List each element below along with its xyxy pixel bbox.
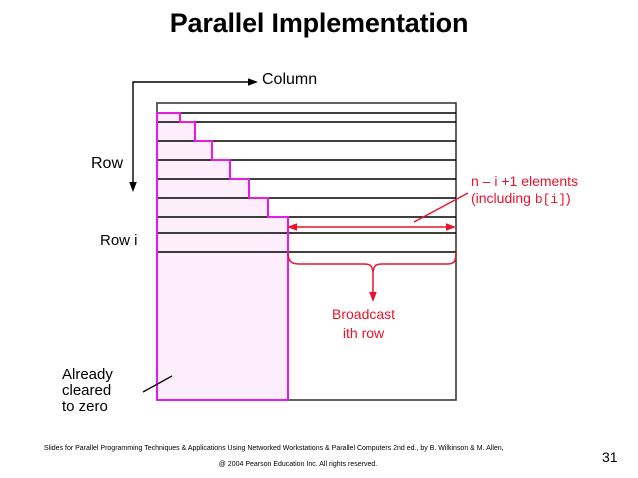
column-axis-arrow: [129, 78, 258, 192]
broadcast-brace: [287, 251, 457, 296]
cleared-leader-line: [142, 375, 173, 393]
broadcast-annotation: Broadcast ith row: [332, 305, 395, 343]
elements-code-b-i: b[i]: [534, 192, 567, 207]
broadcast-line-2: ith row: [342, 325, 385, 341]
already-cleared-line-1: Already: [62, 366, 113, 383]
broadcast-arrowhead: [369, 292, 377, 302]
elements-span-arrow: [287, 192, 469, 231]
broadcast-line-1: Broadcast: [332, 306, 396, 322]
row-axis-label: Row: [91, 155, 124, 172]
row-i-label: Row i: [100, 232, 138, 249]
elements-including-prefix: (including: [471, 190, 535, 206]
matrix-row-lines: [157, 112, 456, 253]
elements-including-suffix: ): [566, 190, 571, 206]
page-number: 31: [602, 449, 618, 465]
already-cleared-label: Already cleared to zero: [62, 367, 113, 415]
footer-attribution-line: Slides for Parallel Programming Techniqu…: [44, 445, 504, 452]
matrix-diagram: [129, 78, 469, 402]
elements-count-line-1: n – i +1 elements: [471, 173, 579, 189]
elements-count-annotation: n – i +1 elements (including b[i]): [471, 173, 578, 208]
column-axis-label: Column: [262, 71, 318, 88]
page-title: Parallel Implementation: [169, 8, 469, 38]
already-cleared-line-2: cleared: [62, 382, 112, 399]
elements-count-line-2: (including b[i]): [471, 190, 578, 208]
cleared-region-fill: [157, 113, 288, 400]
staircase-boundary: [155, 111, 290, 402]
footer-copyright-line: @ 2004 Pearson Education Inc. All rights…: [218, 461, 378, 468]
already-cleared-line-3: to zero: [62, 398, 108, 415]
